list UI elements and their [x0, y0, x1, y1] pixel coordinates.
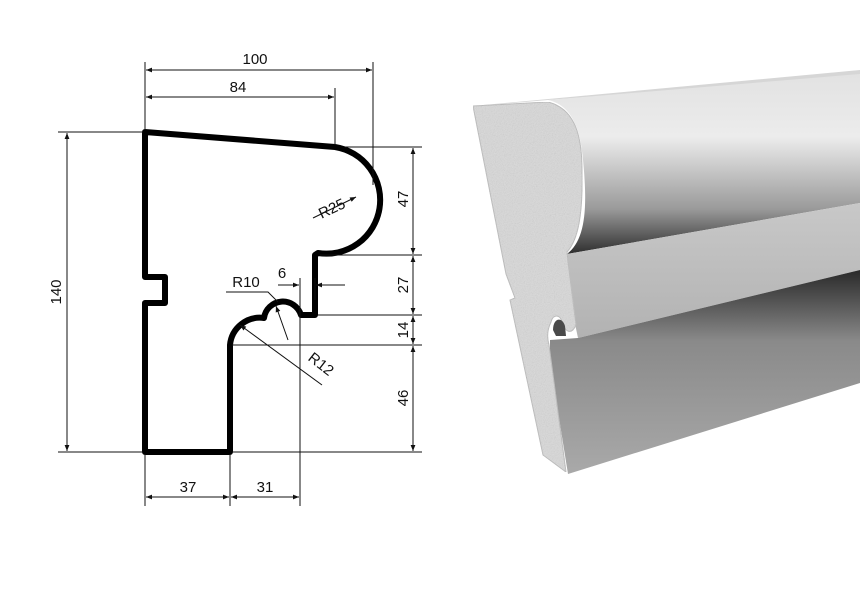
dimension-lines	[64, 67, 416, 500]
dim-lower-projection: 31	[257, 479, 274, 496]
dim-height-lower: 46	[395, 390, 412, 407]
roll-surface	[548, 74, 860, 254]
radius-cove: R12	[305, 349, 337, 379]
radius-top-roll: R25	[316, 195, 348, 222]
molding-3d-render	[472, 70, 860, 474]
cove-surface	[550, 270, 860, 474]
dim-height-step: 27	[395, 277, 412, 294]
dim-height-bead: 14	[395, 322, 412, 339]
radius-bead: R10	[232, 274, 260, 291]
cut-face	[472, 101, 583, 474]
dim-height-upper: 47	[395, 191, 412, 208]
dim-top-width: 84	[230, 79, 247, 96]
dimension-labels: 100 84 140 47 27 14 46 37 31 6 R25 R10 R…	[48, 51, 412, 496]
dim-overall-width: 100	[242, 51, 267, 68]
top-edge-face	[473, 70, 860, 106]
extension-lines	[58, 62, 422, 506]
flat-step-surface	[567, 203, 860, 338]
dim-step-offset: 6	[278, 265, 286, 282]
bead-hollow	[553, 319, 566, 336]
dim-base-width: 37	[180, 479, 197, 496]
dim-overall-height: 140	[48, 279, 65, 304]
